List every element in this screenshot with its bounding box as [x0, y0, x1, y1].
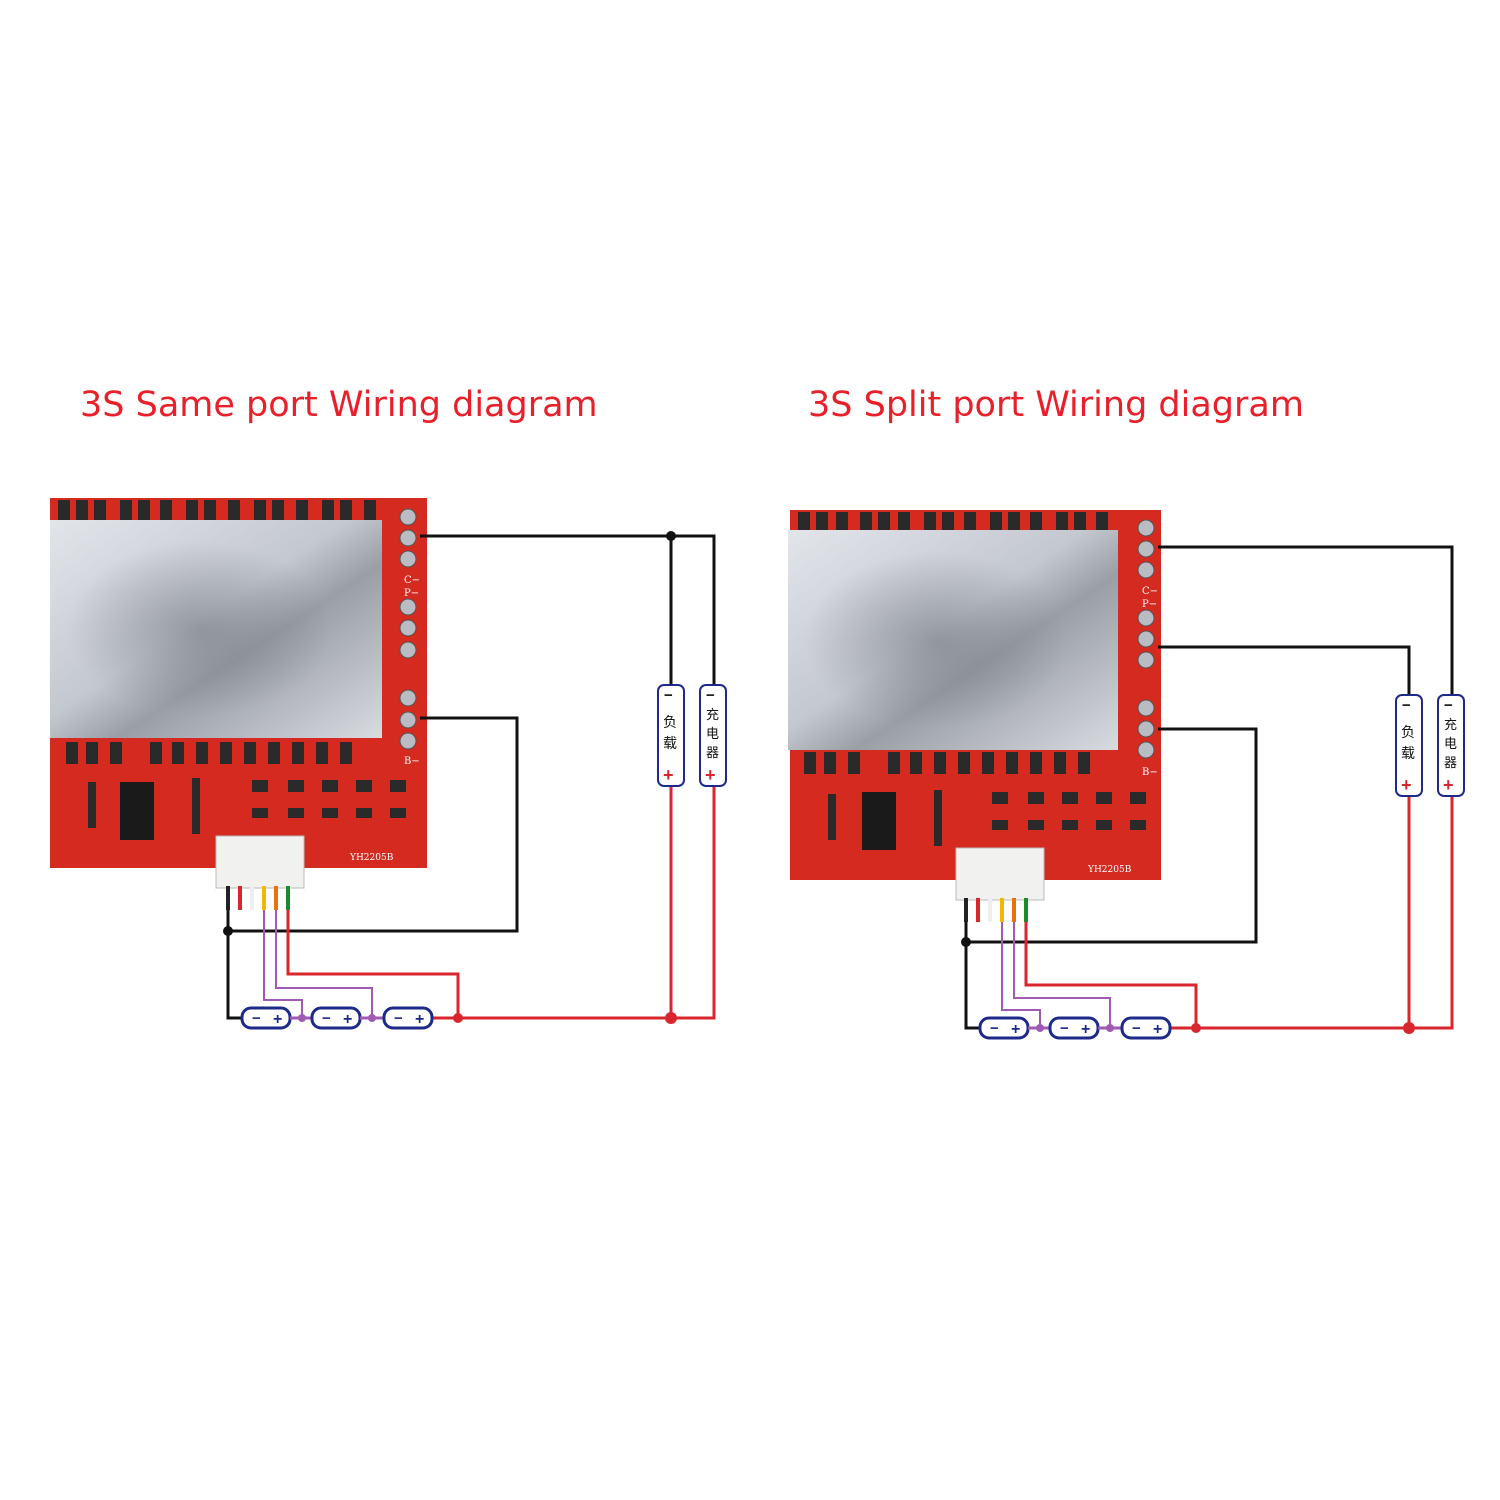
bms-ic-chip [862, 792, 896, 850]
load-char-2: 载 [1401, 745, 1415, 761]
charger-plus-label: + [705, 765, 716, 785]
pad-c-label: C− [404, 575, 420, 586]
split-port-diagram: C− P− B− YH2205B [788, 510, 1465, 1040]
charger-minus-label: − [1444, 697, 1453, 714]
battery-cell-2: − + [1048, 1016, 1100, 1040]
positive-wires [286, 786, 716, 1020]
charger-char-1: 充 [1444, 717, 1457, 732]
load-minus-label: − [1402, 697, 1411, 714]
battery-plus-label: + [415, 1011, 424, 1028]
pad-b-label: B− [404, 756, 420, 767]
load-element: − 负 载 + [1395, 694, 1423, 797]
split-port-diagram-title: 3S Split port Wiring diagram [808, 385, 1304, 425]
load-plus-label: + [663, 765, 674, 785]
same-port-diagram: C− P− B− YH2205B [50, 498, 727, 1030]
negative-wires [226, 534, 716, 1020]
charger-element: − 充 电 器 + [699, 684, 727, 787]
load-element: − 负 载 + [657, 684, 685, 787]
charger-char-3: 器 [1444, 755, 1457, 770]
battery-minus-label: − [1060, 1020, 1069, 1037]
battery-cell-1: − + [978, 1016, 1030, 1040]
balance-connector [215, 835, 305, 889]
load-minus-label: − [664, 687, 673, 704]
charger-minus-label: − [706, 687, 715, 704]
bms-board: C− P− B− YH2205B [50, 498, 427, 889]
battery-cell-1: − + [240, 1006, 292, 1030]
balance-wires [263, 910, 373, 1018]
battery-minus-label: − [394, 1010, 403, 1027]
battery-plus-label: + [343, 1011, 352, 1028]
pad-p-label: P− [404, 588, 419, 599]
charger-char-2: 电 [706, 726, 719, 741]
battery-cell-2: − + [310, 1006, 362, 1030]
battery-plus-label: + [1011, 1021, 1020, 1038]
charger-char-2: 电 [1444, 736, 1457, 751]
same-port-diagram-title: 3S Same port Wiring diagram [80, 385, 598, 425]
bms-ic-chip [120, 782, 154, 840]
positive-wires [1024, 796, 1454, 1030]
board-model-label: YH2205B [1087, 865, 1132, 875]
charger-char-3: 器 [706, 745, 719, 760]
battery-cell-3: − + [1120, 1016, 1172, 1040]
battery-plus-label: + [273, 1011, 282, 1028]
charger-plus-label: + [1443, 775, 1454, 795]
load-char-1: 负 [1401, 724, 1415, 740]
battery-cell-3: − + [382, 1006, 434, 1030]
battery-plus-label: + [1081, 1021, 1090, 1038]
balance-connector [955, 847, 1045, 901]
load-char-1: 负 [663, 714, 677, 730]
pad-c-label: C− [1142, 586, 1158, 597]
negative-wires [964, 545, 1454, 1030]
bms-board: C− P− B− YH2205B [788, 510, 1161, 901]
battery-minus-label: − [990, 1020, 999, 1037]
battery-minus-label: − [252, 1010, 261, 1027]
balance-wires [1001, 922, 1111, 1028]
pad-p-label: P− [1142, 599, 1157, 610]
board-model-label: YH2205B [349, 853, 394, 863]
battery-plus-label: + [1153, 1021, 1162, 1038]
battery-minus-label: − [322, 1010, 331, 1027]
charger-char-1: 充 [706, 707, 719, 722]
charger-element: − 充 电 器 + [1437, 694, 1465, 797]
battery-minus-label: − [1132, 1020, 1141, 1037]
pad-b-label: B− [1142, 767, 1158, 778]
load-plus-label: + [1401, 775, 1412, 795]
load-char-2: 载 [663, 735, 677, 751]
